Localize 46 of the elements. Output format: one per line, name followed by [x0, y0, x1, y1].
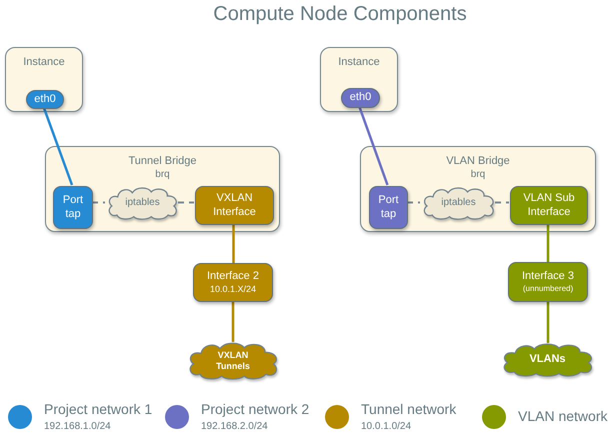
legend-label: Tunnel network [361, 402, 456, 416]
dashed-connector [407, 202, 420, 204]
connector-line [546, 224, 550, 262]
panel-subtitle: brq [470, 168, 486, 182]
dashed-connector [495, 202, 509, 204]
cloud-shape [106, 187, 179, 220]
connector-line [358, 106, 389, 186]
connector-line [42, 108, 74, 186]
port-box: Port tap [53, 186, 93, 229]
cloud-label: iptables [441, 197, 476, 210]
subnet-label: 192.168.1.0/24 [44, 422, 111, 432]
interface-box [508, 262, 588, 302]
dashed-connector [178, 202, 194, 204]
legend-label: VLAN network [518, 409, 608, 423]
bridge-panel [45, 146, 280, 232]
interface-box [193, 263, 273, 302]
port-box: Port tap [369, 186, 408, 229]
panel-title: Instance [338, 56, 380, 70]
legend-label: Project network 1 [44, 402, 152, 416]
interface-pill: eth0 [26, 90, 64, 109]
subnet-label: 192.168.2.0/24 [201, 422, 268, 432]
panel-subtitle: brq [155, 168, 170, 182]
interface-name: Interface 2 [207, 270, 259, 284]
cloud-label: VLANs [529, 353, 566, 367]
legend-label: Project network 2 [201, 402, 310, 416]
connector-line [546, 302, 550, 343]
cloud-label: VXLAN Tunnels [215, 350, 251, 372]
connector-line [232, 302, 234, 342]
panel-title: Tunnel Bridge [128, 155, 197, 169]
cloud-shape [421, 187, 496, 220]
interface-box: VLAN Sub Interface [510, 186, 588, 225]
bridge-panel [360, 146, 596, 232]
address-label: (unnumbered) [522, 284, 574, 294]
interface-pill: eth0 [341, 88, 380, 108]
subnet-label: 10.0.1.0/24 [361, 422, 412, 432]
instance-panel [320, 47, 398, 112]
panel-title: VLAN Bridge [446, 155, 510, 169]
address-label: 10.0.1.X/24 [210, 284, 256, 295]
connector-line [232, 224, 235, 263]
interface-name: Interface 3 [522, 270, 574, 284]
instance-panel [5, 47, 83, 112]
dashed-connector [92, 202, 105, 204]
panel-title: Instance [23, 56, 65, 70]
diagram-title: Compute Node Components [213, 2, 467, 27]
interface-box: VXLAN Interface [195, 186, 274, 225]
cloud-label: iptables [125, 197, 160, 210]
